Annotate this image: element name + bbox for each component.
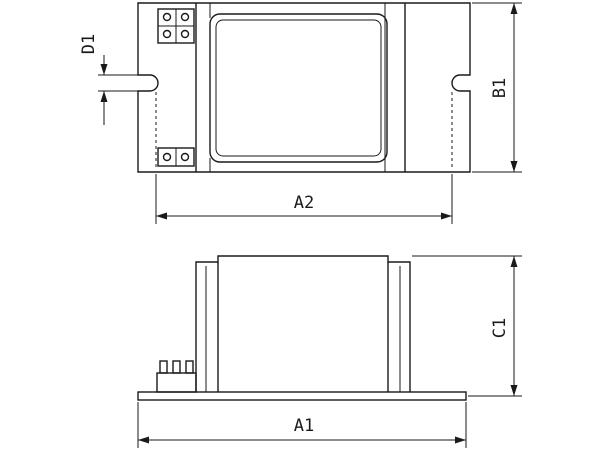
label-d1: D1 (79, 34, 99, 54)
top-view-outline (137, 2, 471, 173)
label-a2: A2 (294, 193, 314, 213)
screw-icon (180, 29, 190, 39)
side-view-terminal (156, 360, 197, 393)
screw-icon (162, 29, 172, 39)
screw-icon (180, 152, 190, 162)
dimension-c1: C1 (412, 255, 522, 397)
side-view-housing (195, 255, 411, 392)
top-view (137, 2, 471, 173)
dimension-d1: D1 (79, 34, 138, 125)
terminal-block-top (157, 8, 195, 44)
transformer-core (209, 13, 388, 163)
side-view (137, 255, 467, 401)
terminal-block-bottom (157, 147, 195, 167)
label-b1: B1 (490, 78, 510, 98)
side-view-base (137, 391, 467, 401)
screw-icon (162, 152, 172, 162)
dimension-a2: A2 (155, 174, 453, 224)
label-a1: A1 (294, 416, 314, 436)
label-c1: C1 (490, 318, 510, 338)
screw-icon (162, 12, 172, 22)
transformer-core-inner (215, 19, 382, 157)
dimension-a1: A1 (137, 402, 467, 448)
dimension-b1: B1 (472, 2, 522, 173)
screw-icon (180, 12, 190, 22)
